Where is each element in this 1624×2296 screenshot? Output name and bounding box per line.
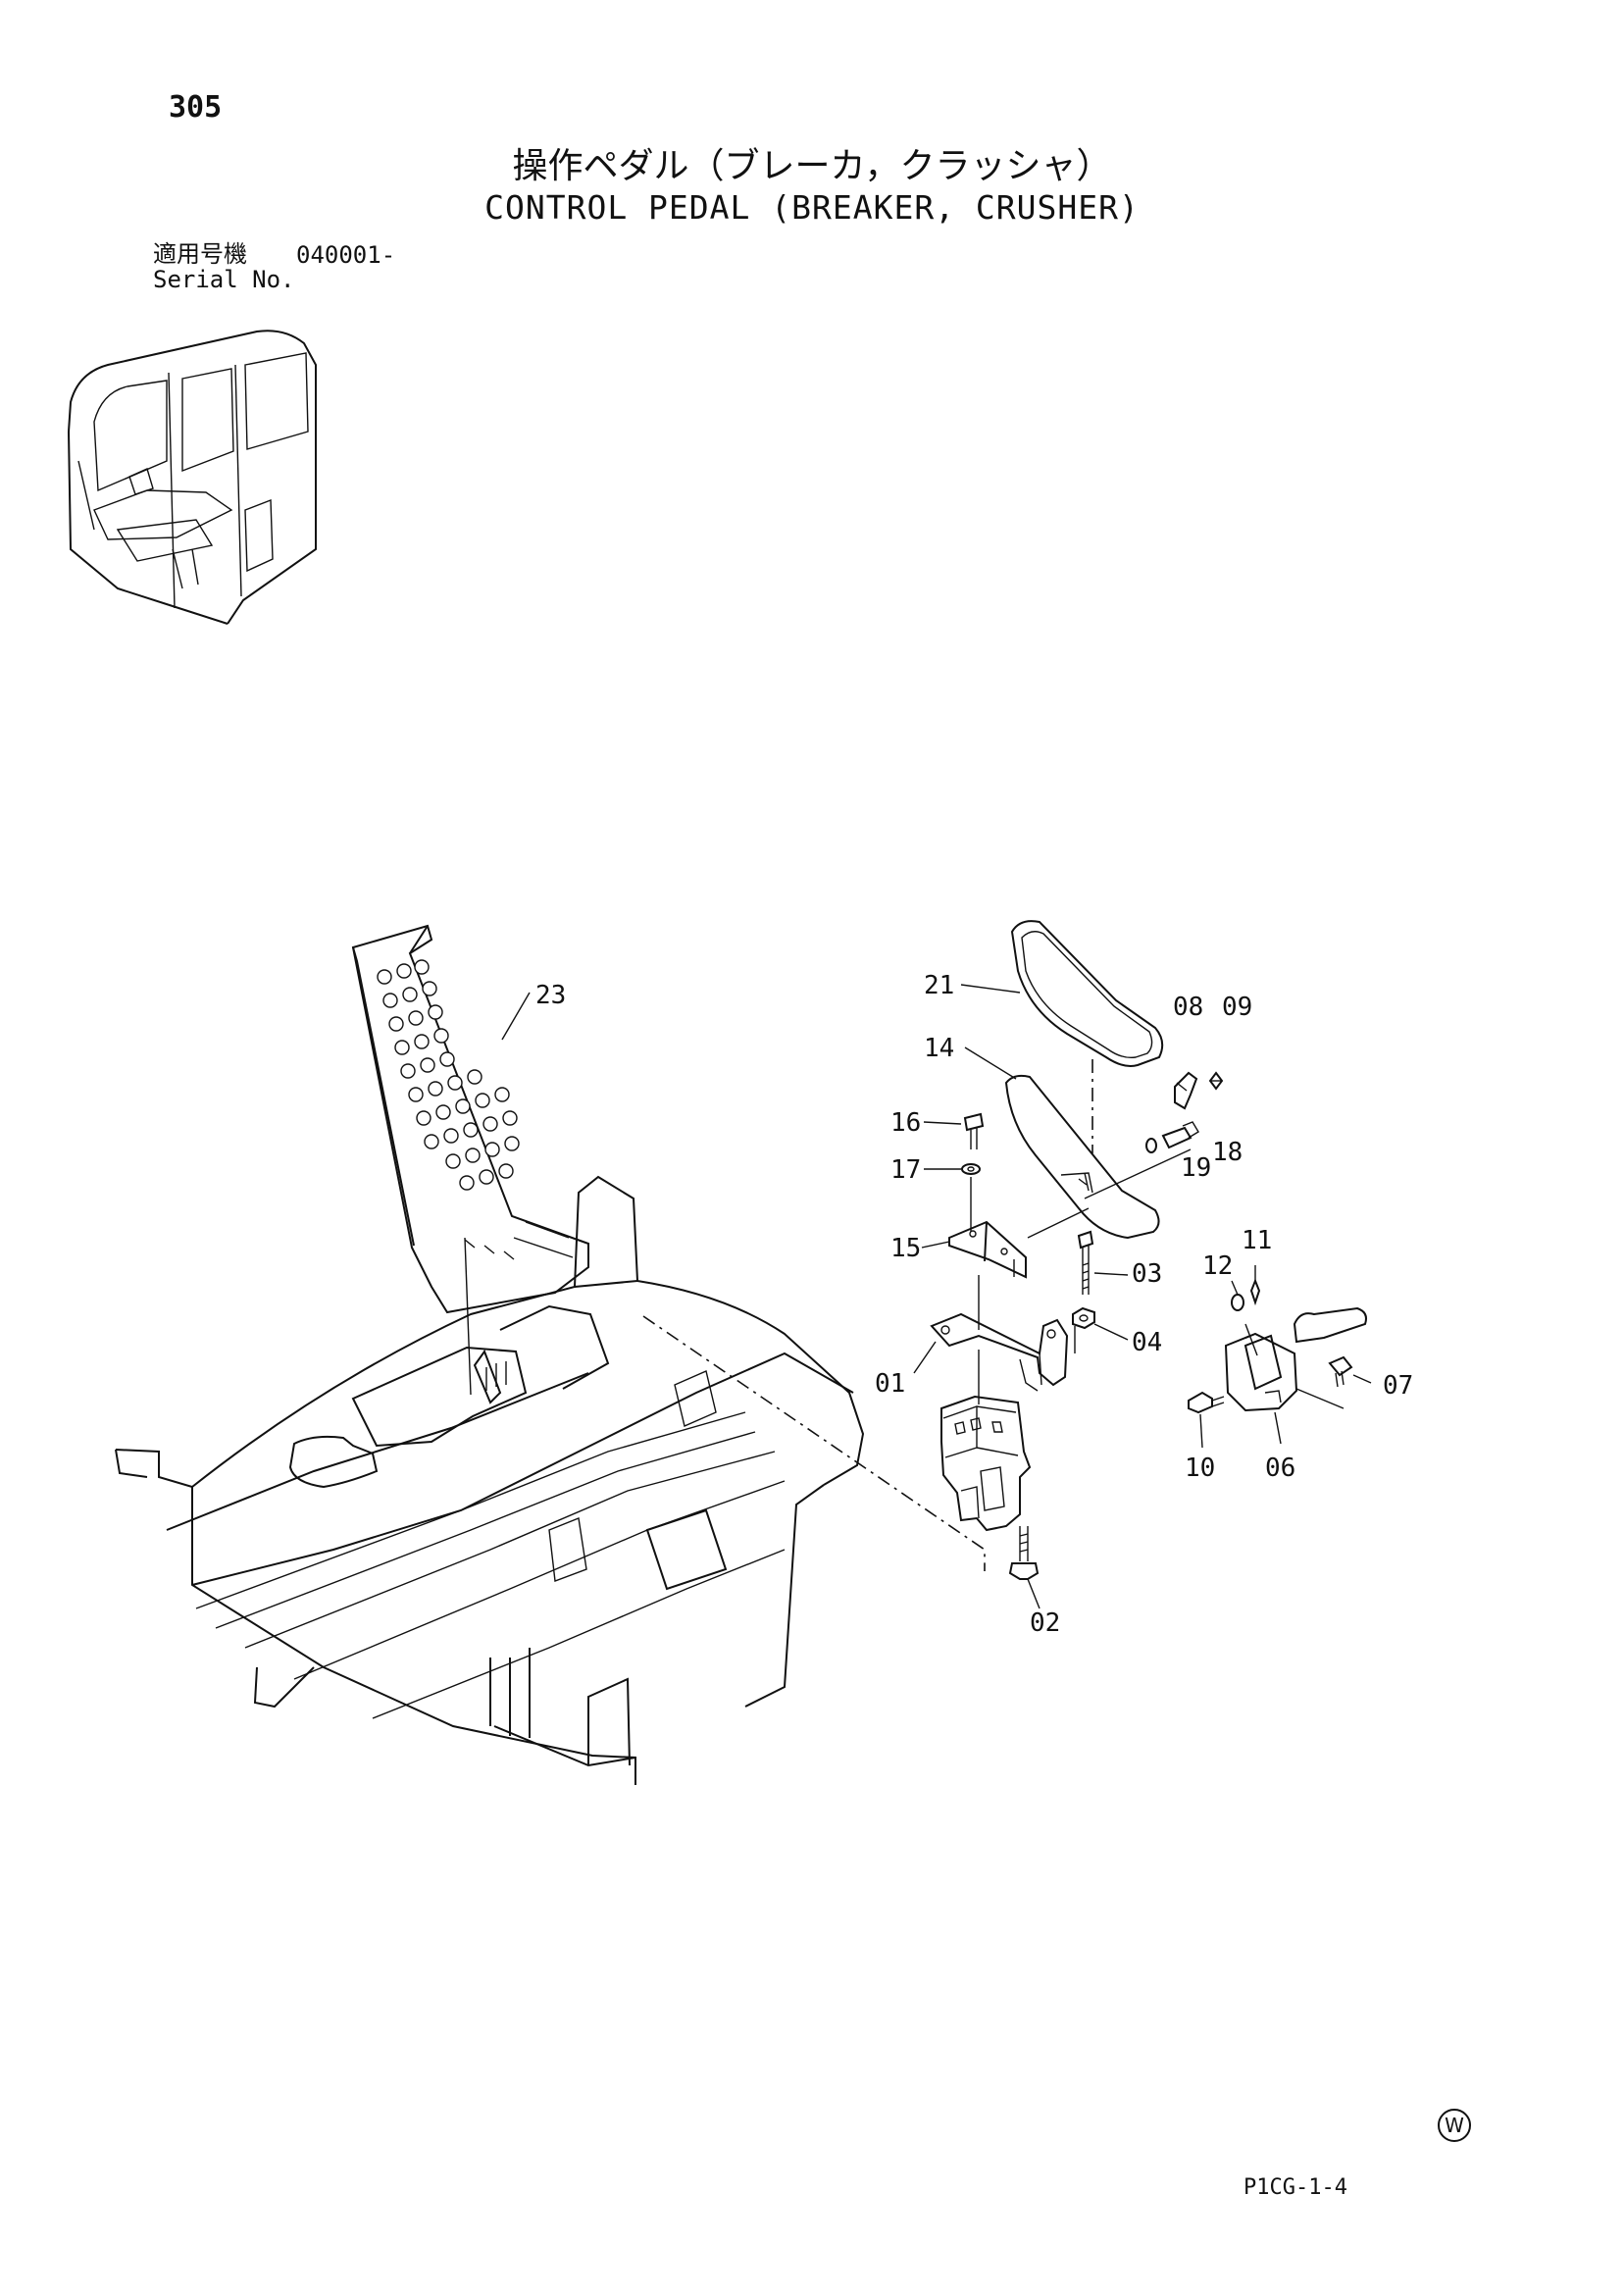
callout-07: 07 — [1383, 1371, 1414, 1401]
bolt-03 — [1077, 1230, 1094, 1295]
callout-18: 18 — [1212, 1138, 1243, 1167]
callout-04: 04 — [1132, 1328, 1163, 1357]
callout-06: 06 — [1265, 1454, 1296, 1483]
bolt-07 — [1295, 1355, 1372, 1409]
callout-23: 23 — [535, 981, 567, 1010]
callout-08: 08 — [1173, 993, 1204, 1022]
callout-11: 11 — [1242, 1226, 1273, 1255]
cover-holes — [377, 959, 520, 1191]
serial-value: 040001- — [296, 241, 396, 269]
reference-code: P1CG-1-4 — [1243, 2175, 1347, 2200]
bolt-16 — [963, 1112, 985, 1149]
nut-04 — [1072, 1306, 1095, 1330]
floor-plate — [115, 1175, 865, 1785]
watermark-badge: W — [1438, 2109, 1471, 2142]
callout-12: 12 — [1202, 1251, 1234, 1281]
callout-03: 03 — [1132, 1259, 1163, 1289]
page-number: 305 — [169, 90, 223, 125]
callout-09: 09 — [1222, 993, 1253, 1022]
callout-16: 16 — [890, 1108, 922, 1138]
callout-17: 17 — [890, 1155, 922, 1185]
title-japanese: 操作ペダル（ブレーカ，クラッシャ） — [512, 146, 1112, 186]
washer-19 — [1145, 1138, 1157, 1153]
pedal-cover-23 — [351, 924, 589, 1396]
cab-thumbnail — [68, 330, 317, 625]
spring-08 — [1174, 1071, 1198, 1110]
pedal-14 — [964, 1046, 1160, 1240]
hinge-bracket-15 — [948, 1207, 1090, 1279]
pilot-valve — [940, 1395, 1032, 1532]
callout-15: 15 — [890, 1234, 922, 1263]
serial-label-jp: 適用号機 — [153, 240, 247, 268]
serial-label-en: Serial No. — [153, 266, 295, 293]
callout-01: 01 — [875, 1369, 906, 1399]
title-english: CONTROL PEDAL (BREAKER, CRUSHER) — [484, 188, 1140, 227]
bracket-01 — [913, 1312, 1069, 1392]
pin-11 — [1249, 1278, 1261, 1306]
bolt-18 — [1161, 1121, 1199, 1149]
washer-17 — [961, 1163, 981, 1175]
callout-21: 21 — [924, 971, 955, 1000]
callout-19: 19 — [1181, 1153, 1212, 1183]
pedal-pad-21 — [960, 920, 1164, 1153]
bracket-06 — [1224, 1306, 1367, 1445]
pin-09 — [1208, 1071, 1224, 1091]
callout-14: 14 — [924, 1034, 955, 1063]
callout-02: 02 — [1030, 1608, 1061, 1638]
bolt-10 — [1188, 1391, 1225, 1449]
callout-10: 10 — [1185, 1454, 1216, 1483]
